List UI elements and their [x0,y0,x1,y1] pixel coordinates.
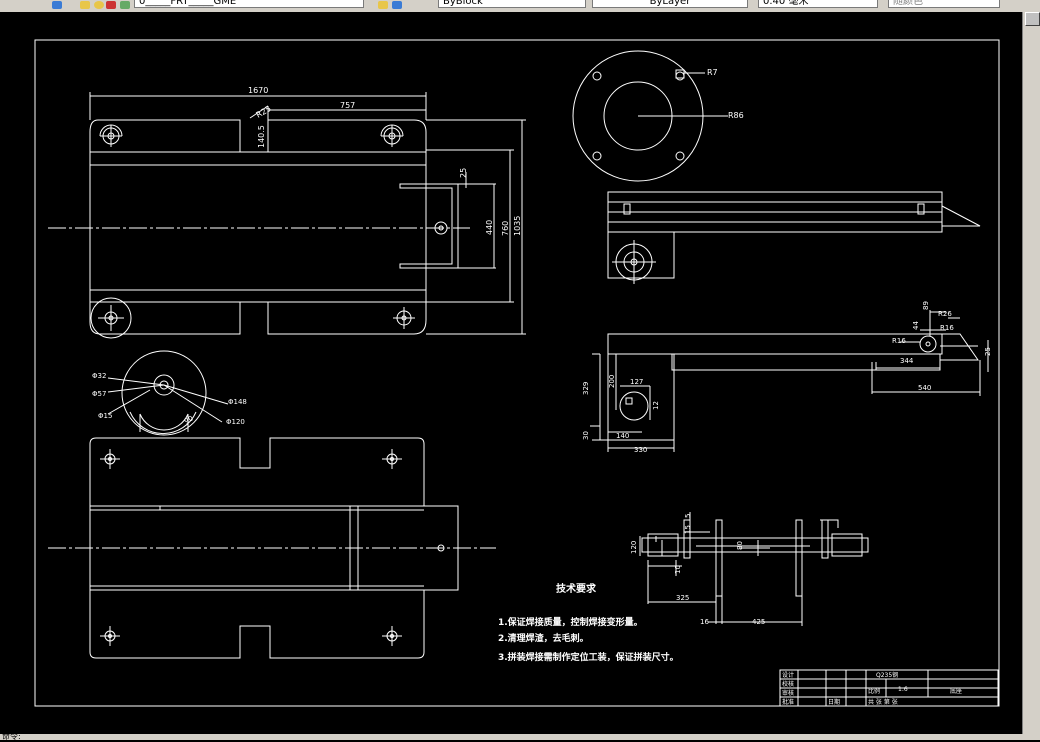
plotstyle-dropdown[interactable]: 随颜色 [888,0,1000,8]
dim-757: 757 [340,101,355,110]
title-designer-label: 设计 [782,671,794,679]
dim-330: 330 [634,446,647,454]
dim-5: 5 [684,514,692,518]
top-view [48,92,526,339]
dim-12: 12 [652,401,660,410]
dim-r16b: R16 [940,324,954,332]
dim-325: 325 [676,594,689,602]
detail-circle-view [107,350,229,436]
dim-440: 440 [485,220,494,235]
title-scale-value: 1:6 [898,686,908,693]
lock-icon[interactable] [120,1,130,9]
dim-d15: Φ15 [98,412,112,420]
scrollbar-thumb[interactable] [1025,12,1040,26]
dim-200: 200 [608,375,616,388]
dim-r7: R7 [707,68,718,77]
lineweight-dropdown[interactable]: 0.40 毫米 [758,0,878,8]
lightbulb-icon[interactable] [94,1,104,9]
dim-540: 540 [918,384,931,392]
title-scale-label: 比例 [868,687,880,695]
side-view [590,310,989,452]
bottom-plan-view [48,437,496,659]
note-line-1: 1.保证焊接质量，控制焊接变形量。 [498,616,643,628]
layer-state-icon[interactable] [80,1,90,9]
dim-80: 80 [736,541,744,550]
note-line-2: 2.清理焊渣，去毛刺。 [498,632,589,644]
layer-previous-icon[interactable] [392,1,402,9]
dim-30: 30 [582,431,590,440]
dim-120: 120 [630,541,638,554]
dim-16: 16 [700,618,709,626]
dim-90-detail: 90 [183,414,195,425]
dim-d148: Φ148 [228,398,247,406]
dim-44: 44 [912,321,920,330]
dim-1670: 1670 [248,86,268,95]
title-date-label: 日期 [828,698,840,706]
dim-d57: Φ57 [92,390,106,398]
dim-89: 89 [922,301,930,310]
notes-title: 技术要求 [556,582,597,595]
dim-d32: Φ32 [92,372,106,380]
dim-140-side: 140 [616,432,629,440]
front-view [607,191,981,284]
layer-dropdown[interactable]: 0_____FRT_____GME [134,0,364,8]
linetype-dropdown[interactable]: ByLayer [592,0,748,8]
title-review-label: 审核 [782,689,794,697]
layer-manager-icon[interactable] [52,1,62,9]
dim-344: 344 [900,357,914,365]
color-dropdown[interactable]: ByBlock [438,0,586,8]
dim-760: 760 [501,221,510,236]
command-prompt: 命令: [2,732,21,741]
freeze-icon[interactable] [106,1,116,9]
dim-r16a: R16 [892,337,906,345]
section-view [639,512,869,626]
dim-r86: R86 [728,111,744,120]
outer-frame [34,39,1000,707]
dim-140-5: 140.5 [257,125,266,148]
drawing-svg: 1670 757 R25 140.5 25 440 760 1035 R7 R8… [34,39,1000,707]
dim-25-side: 25 [984,347,992,356]
title-material: Q235钢 [876,671,898,679]
dim-25: 25 [459,168,468,178]
title-part-name: 底座 [950,687,962,695]
properties-toolbar: 0_____FRT_____GME ByBlock ByLayer 0.40 毫… [0,0,1040,13]
dim-r26: R26 [938,310,952,318]
note-line-3: 3.拼装焊接需制作定位工装，保证拼装尺寸。 [498,651,679,663]
dim-15: 15 [684,525,692,534]
dim-1035: 1035 [513,216,522,236]
dim-r25: R25 [255,104,273,120]
dim-127: 127 [630,378,643,386]
make-current-icon[interactable] [378,1,388,9]
dim-10: 10 [674,565,682,574]
flange-view [572,50,728,182]
vertical-scrollbar[interactable] [1022,12,1040,734]
dim-425: 425 [752,618,765,626]
title-approve-label: 批准 [782,698,794,706]
title-checker-label: 校核 [782,680,794,688]
top-view-dimensions: 1670 757 R25 140.5 25 440 760 1035 [248,86,522,236]
command-line[interactable]: 命令: [0,732,1040,741]
title-sheet-info: 共 张 第 张 [868,698,898,706]
dim-329: 329 [582,382,590,395]
model-space-canvas[interactable]: 1670 757 R25 140.5 25 440 760 1035 R7 R8… [0,12,1022,734]
dim-d120: Φ120 [226,418,245,426]
technical-notes: 技术要求 1.保证焊接质量，控制焊接变形量。 2.清理焊渣，去毛刺。 3.拼装焊… [498,582,679,663]
title-block [779,669,999,707]
